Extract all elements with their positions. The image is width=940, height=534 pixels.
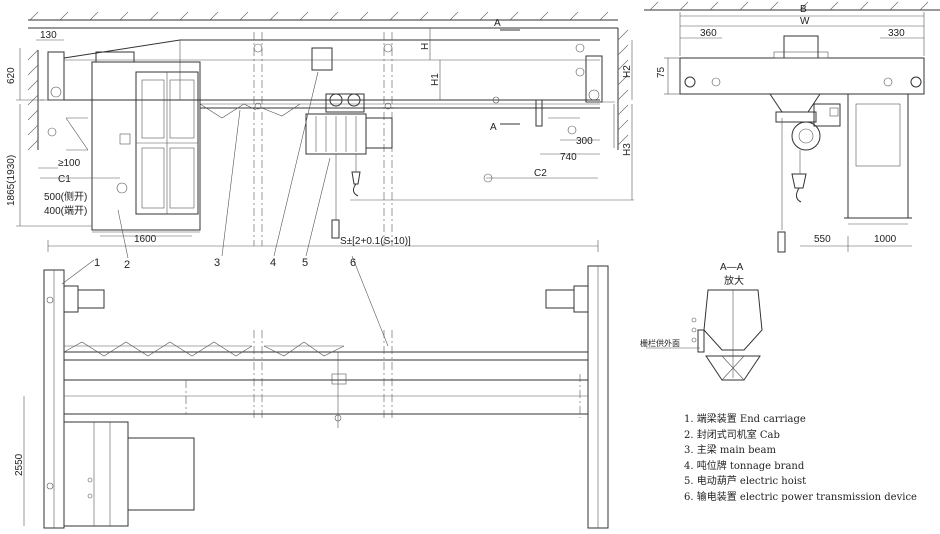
legend-item-tonnage-brand: 4. 吨位牌 tonnage brand: [684, 460, 805, 472]
dim-h3: H3: [622, 143, 633, 156]
callout-3: 3: [214, 257, 220, 269]
dim-b: B: [800, 4, 807, 15]
dim-1600: 1600: [134, 234, 157, 245]
callout-6: 6: [350, 257, 356, 269]
dim-2550: 2550: [14, 453, 25, 476]
dim-c1: C1: [58, 174, 71, 185]
ceiling-hatch: [29, 11, 609, 21]
callout-4: 4: [270, 257, 276, 269]
dim-300: 300: [576, 136, 593, 147]
dim-1865: 1865(1930): [6, 155, 17, 206]
dim-550: 550: [814, 234, 831, 245]
front-elevation: 130 620 1865(1930) ≥100 C1 500(侧开) 400(端…: [6, 11, 634, 347]
callout-2: 2: [124, 259, 130, 271]
section-a-a: A—A 放大 栅栏供外面: [640, 262, 763, 381]
legend-item-power-transmission: 6. 输电装置 electric power transmission devi…: [684, 491, 917, 503]
legend-item-electric-hoist: 5. 电动葫芦 electric hoist: [684, 476, 807, 487]
dim-360: 360: [700, 28, 717, 39]
dim-400: 400(端开): [44, 204, 87, 217]
dim-100: ≥100: [58, 158, 81, 169]
dim-span: S±[2+0.1(S-10)]: [340, 236, 411, 247]
section-subtitle: 放大: [724, 274, 744, 287]
legend-item-end-carriage: 1. 端梁装置 End carriage: [684, 414, 806, 425]
dim-h: H: [420, 43, 431, 50]
section-title: A—A: [720, 262, 744, 273]
legend-item-cab: 2. 封闭式司机室 Cab: [684, 429, 780, 441]
dim-75: 75: [656, 66, 667, 78]
dim-h2: H2: [622, 65, 633, 78]
dim-620: 620: [6, 67, 17, 84]
parts-legend: 1. 端梁装置 End carriage 2. 封闭式司机室 Cab 3. 主梁…: [684, 412, 917, 505]
legend-item-main-beam: 3. 主梁 main beam: [684, 445, 776, 456]
section-note: 栅栏供外面: [640, 338, 680, 348]
dim-h1: H1: [430, 73, 441, 86]
callout-5: 5: [302, 257, 308, 269]
section-mark-a-top: A: [494, 18, 501, 29]
dim-330: 330: [888, 28, 905, 39]
dim-w: W: [800, 16, 810, 27]
plan-view: 2550: [14, 265, 609, 529]
section-mark-a-bottom: A: [490, 122, 497, 133]
dim-c2: C2: [534, 168, 547, 179]
dim-1000: 1000: [874, 234, 897, 245]
side-view: B W 360 330 75 550 1000: [644, 1, 940, 253]
dim-500: 500(侧开): [44, 190, 87, 203]
dim-130: 130: [40, 30, 57, 41]
callout-1: 1: [94, 257, 100, 269]
dim-740: 740: [560, 152, 577, 163]
